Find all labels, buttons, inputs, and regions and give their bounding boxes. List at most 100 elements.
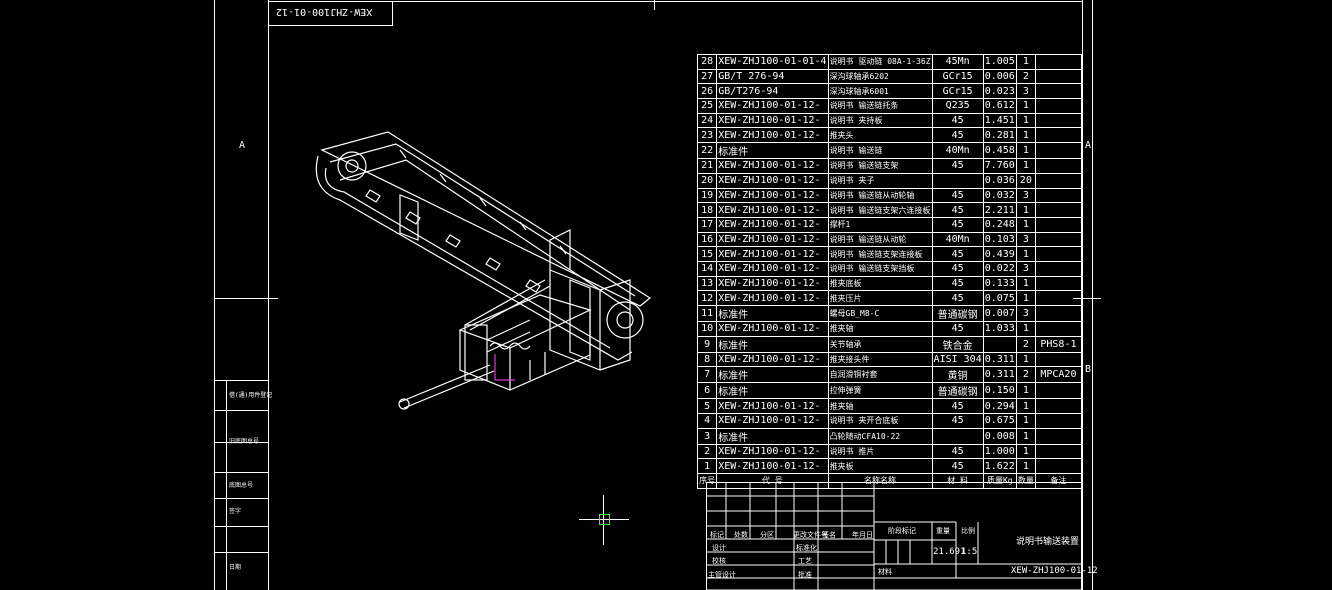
tb-standard: 标准化 xyxy=(796,544,817,552)
bom-cell-code: XEW-ZHJ100-01-12- xyxy=(716,98,829,114)
bom-cell-code: XEW-ZHJ100-01-12- xyxy=(716,351,829,368)
bom-cell-rem xyxy=(1034,443,1083,460)
bom-cell-mat: 45 xyxy=(931,458,984,475)
bom-cell-rem xyxy=(1034,351,1083,368)
bom-cell-code: XEW-ZHJ100-01-01-4 xyxy=(716,54,829,70)
bom-cell-mat: 40Mn xyxy=(931,142,984,160)
bom-cell-no: 15 xyxy=(696,246,718,262)
bom-cell-rem xyxy=(1034,158,1083,174)
bom-cell-rem xyxy=(1034,98,1083,114)
bom-cell-no: 4 xyxy=(696,413,718,429)
bom-cell-mat: 45 xyxy=(931,443,984,460)
bom-cell-no: 5 xyxy=(696,398,718,415)
bom-cell-wt: 0.133 xyxy=(982,275,1017,292)
bom-cell-wt: 0.150 xyxy=(982,382,1017,400)
bom-cell-rem xyxy=(1034,246,1083,262)
bom-cell-code: XEW-ZHJ100-01-12- xyxy=(716,231,829,248)
bom-cell-rem xyxy=(1034,83,1083,100)
bom-cell-mat: 45 xyxy=(931,158,984,174)
bom-cell-name: 说明书 输送链托条 xyxy=(827,98,933,114)
tb-date: 年月日 xyxy=(852,531,873,539)
bom-cell-mat: 45 xyxy=(931,216,984,233)
bom-cell-qty: 3 xyxy=(1015,187,1036,204)
bom-cell-code: XEW-ZHJ100-01-12- xyxy=(716,216,829,233)
bom-cell-wt: 1.451 xyxy=(982,112,1017,129)
crosshair-cursor xyxy=(579,495,629,545)
bom-cell-name: 凸轮随动CFA10-22 xyxy=(827,427,933,445)
bom-cell-no: 12 xyxy=(696,290,718,306)
strip-label-2: 旧底图总号 xyxy=(229,438,260,445)
bom-cell-wt: 2.211 xyxy=(982,202,1017,218)
tb-sign: 签名 xyxy=(822,531,836,539)
bom-cell-mat: 45 xyxy=(931,246,984,262)
tb-material-label: 材料 xyxy=(878,568,892,576)
bom-cell-mat: 铁合金 xyxy=(931,335,984,353)
bom-cell-no: 27 xyxy=(696,68,718,85)
bom-header-rem: 备注 xyxy=(1034,473,1083,489)
bom-cell-rem xyxy=(1034,112,1083,129)
bom-cell-name: 说明书 输送链从动轮 xyxy=(827,231,933,248)
bom-cell-name: 说明书 驱动链 08A-1-36Z xyxy=(827,54,933,70)
bom-cell-mat: 45 xyxy=(931,413,984,429)
bom-cell-wt: 0.311 xyxy=(982,351,1017,368)
tb-stage-mark: 阶段标记 xyxy=(888,527,916,535)
bom-cell-no: 6 xyxy=(696,382,718,400)
tb-approve: 批准 xyxy=(798,571,812,579)
bom-cell-code: XEW-ZHJ100-01-12- xyxy=(716,413,829,429)
bom-cell-wt: 0.008 xyxy=(982,427,1017,445)
bom-cell-wt: 1.000 xyxy=(982,443,1017,460)
bom-cell-no: 11 xyxy=(696,305,718,322)
bom-cell-mat: 45 xyxy=(931,290,984,306)
bom-cell-name: 深沟球轴承6001 xyxy=(827,83,933,100)
bom-cell-mat: 黄铜 xyxy=(931,366,984,384)
bom-cell-name: 推夹压片 xyxy=(827,290,933,306)
bom-cell-wt: 0.022 xyxy=(982,260,1017,277)
bom-cell-rem xyxy=(1034,68,1083,85)
bom-cell-name: 拉伸弹簧 xyxy=(827,382,933,400)
bom-cell-rem xyxy=(1034,127,1083,144)
center-mark-top xyxy=(654,0,655,10)
bom-cell-mat: 40Mn xyxy=(931,231,984,248)
bom-cell-mat: 45 xyxy=(931,260,984,277)
bom-cell-rem xyxy=(1034,202,1083,218)
bom-cell-mat: GCr15 xyxy=(931,68,984,85)
bom-cell-qty: 2 xyxy=(1015,335,1036,353)
bom-cell-wt: 0.007 xyxy=(982,305,1017,322)
conveyor-assembly-drawing[interactable] xyxy=(300,120,670,420)
bom-cell-mat: 45 xyxy=(931,398,984,415)
bom-cell-no: 24 xyxy=(696,112,718,129)
bom-cell-code: 标准件 xyxy=(716,382,829,400)
bom-cell-code: XEW-ZHJ100-01-12- xyxy=(716,246,829,262)
bom-cell-code: 标准件 xyxy=(716,366,829,384)
bom-cell-no: 8 xyxy=(696,351,718,368)
stamp-box-right xyxy=(392,1,393,25)
bom-cell-rem xyxy=(1034,290,1083,306)
bom-cell-code: XEW-ZHJ100-01-12- xyxy=(716,112,829,129)
bom-cell-wt: 0.023 xyxy=(982,83,1017,100)
tb-mark: 标记 xyxy=(710,531,724,539)
bom-cell-qty: 1 xyxy=(1015,413,1036,429)
bom-cell-code: XEW-ZHJ100-01-12- xyxy=(716,127,829,144)
bom-cell-wt: 0.036 xyxy=(982,172,1017,189)
tb-doc-no: 更改文件号 xyxy=(793,531,828,539)
bom-cell-name: 说明书 推片 xyxy=(827,443,933,460)
bom-cell-qty: 1 xyxy=(1015,321,1036,337)
tb-zone: 分区 xyxy=(760,531,774,539)
center-mark-left xyxy=(214,298,278,299)
bom-cell-mat: GCr15 xyxy=(931,83,984,100)
bom-cell-no: 14 xyxy=(696,260,718,277)
tb-weight-label: 重量 xyxy=(936,527,950,535)
bom-cell-code: GB/T276-94 xyxy=(716,83,829,100)
bom-cell-qty: 20 xyxy=(1015,172,1036,189)
bom-cell-mat: 普通碳钢 xyxy=(931,305,984,322)
code-stamp: XEW-ZHJ100-01-12 xyxy=(276,6,373,17)
outer-border-right xyxy=(1092,0,1093,590)
